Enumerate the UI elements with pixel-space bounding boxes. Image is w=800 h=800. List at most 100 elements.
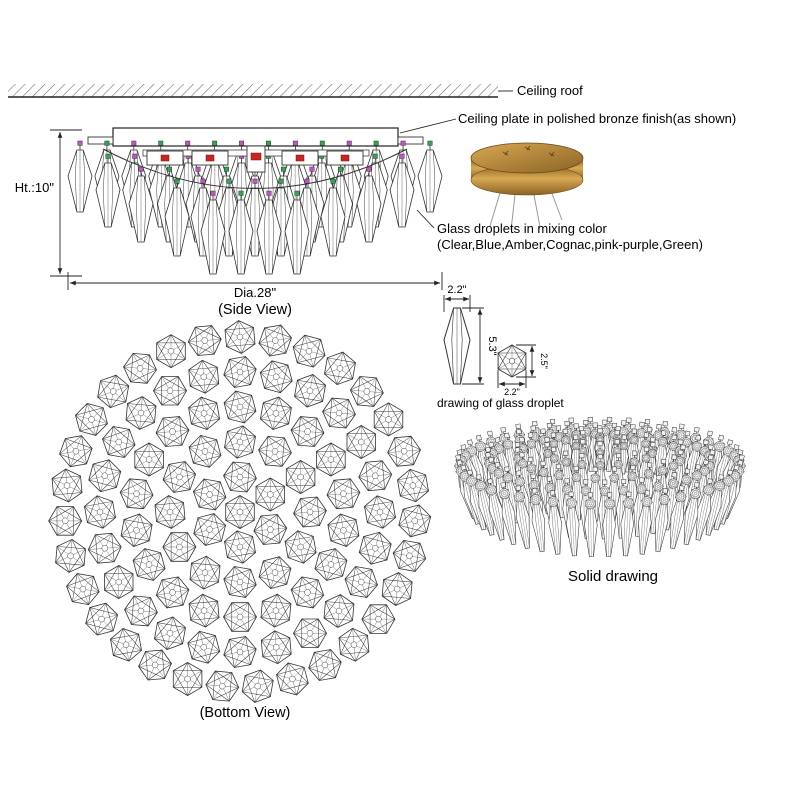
droplet-top-facet — [518, 458, 528, 469]
droplet-top-facet — [134, 442, 164, 477]
droplet-top-facet — [55, 538, 86, 573]
droplet-top-facet — [635, 483, 647, 494]
droplet-top-facet — [578, 446, 588, 455]
droplet-top-facet — [571, 442, 581, 450]
droplet-top-facet — [544, 482, 556, 493]
droplet-top-facet — [543, 449, 553, 459]
droplet-top-facet — [223, 636, 257, 668]
droplet-top-facet — [294, 373, 326, 408]
lamp-holder-assembly — [142, 145, 370, 173]
droplet-top-facet — [275, 662, 309, 696]
droplet-width-label: 2.2" — [447, 284, 466, 296]
droplet-top-facet — [466, 475, 477, 487]
droplet-top-facet — [323, 594, 355, 628]
droplet-top-facet — [647, 448, 657, 458]
glass-droplet — [164, 178, 190, 257]
droplet-top-facet — [285, 459, 316, 495]
droplet-top-facet — [612, 446, 622, 455]
socket-mark — [160, 154, 170, 162]
droplet-top-facet — [723, 475, 734, 487]
droplet-top-facet — [493, 467, 504, 479]
droplet-top-facet — [689, 488, 702, 500]
droplet-top-facet — [503, 472, 513, 484]
droplet-top-facet — [466, 445, 477, 457]
hanging-wire — [533, 194, 541, 228]
droplet-top-facet — [397, 468, 429, 503]
droplet-top-facet — [681, 474, 692, 486]
screw-marks — [502, 145, 555, 157]
glass-droplet — [655, 488, 669, 553]
droplet-top-facet — [641, 496, 653, 508]
droplet-top-facet — [392, 539, 427, 572]
droplet-top-facet — [398, 504, 432, 538]
droplet-top-facet — [668, 440, 678, 452]
droplet-top-width-label: 2.2" — [504, 387, 520, 397]
droplet-top-facet — [223, 566, 257, 598]
droplet-top-facet — [629, 435, 639, 445]
droplet-top-facet — [643, 469, 655, 479]
droplet-top-facet — [528, 480, 540, 491]
droplet-top-facet — [259, 360, 293, 394]
droplet-top-facet — [550, 453, 559, 464]
droplet-height-label: 5.3" — [486, 336, 498, 355]
glass-droplets-label-line2: (Clear,Blue,Amber,Cognac,pink-purple,Gre… — [437, 237, 703, 252]
droplet-top-facet — [526, 463, 537, 474]
droplet-top-facet — [224, 320, 256, 354]
droplet-top-height-label: 2.5" — [539, 353, 549, 369]
glass-droplet — [95, 153, 121, 228]
droplet-top-facet — [192, 478, 227, 511]
plate-photo-top — [470, 142, 584, 174]
ceiling-plate-side — [112, 127, 399, 147]
glass-droplet — [256, 190, 282, 275]
droplet-top-facet — [155, 576, 190, 609]
droplet-top-facet — [253, 514, 288, 545]
glass-droplet — [67, 140, 93, 213]
droplet-top-facet — [138, 649, 173, 681]
droplet-top-facet — [619, 442, 629, 450]
droplet-top-facet — [326, 478, 361, 510]
droplet-top-facet — [513, 491, 526, 503]
droplet-top-facet — [223, 390, 257, 424]
hanging-wire — [489, 192, 501, 227]
glass-droplet — [584, 492, 598, 558]
glass-droplet — [389, 153, 415, 228]
droplet-top-facet — [561, 457, 571, 467]
droplet-top-facet — [609, 472, 620, 483]
droplet-top-facet — [529, 494, 542, 505]
droplet-top-facet — [88, 459, 122, 493]
droplet-top-facet — [322, 397, 356, 429]
droplet-top-facet — [349, 376, 384, 407]
droplet-top-facet — [692, 470, 702, 482]
bottom-view-caption: (Bottom View) — [200, 705, 291, 721]
glass-droplet — [475, 474, 495, 536]
roof-hatch — [8, 84, 498, 97]
droplet-top-facet — [316, 442, 346, 477]
droplet-top-facet — [51, 468, 83, 503]
bottom-view-drawing — [48, 320, 432, 703]
droplet-top-facet — [224, 425, 256, 459]
ceiling-roof-label: Ceiling roof — [517, 83, 583, 98]
droplet-top-facet — [74, 402, 108, 436]
droplet-top-facet — [188, 593, 220, 628]
droplet-top-facet — [258, 324, 293, 357]
droplet-top-facet — [538, 467, 549, 478]
droplet-top-facet — [674, 491, 687, 503]
droplet-top-facet — [346, 424, 376, 460]
glass-droplet — [443, 307, 471, 385]
droplet-top-facet — [222, 602, 258, 632]
droplet-top-facet — [622, 497, 635, 509]
ceiling-plate-photo — [470, 142, 584, 231]
droplet-top-facet — [154, 616, 186, 651]
droplet-top-facet — [123, 352, 158, 384]
droplet-top-facet — [124, 595, 158, 627]
droplet-top-facet — [59, 435, 93, 468]
plate-leader-line — [399, 118, 457, 134]
droplet-top-facet — [188, 359, 220, 394]
side-view-caption: (Side View) — [218, 302, 292, 318]
droplet-top-facet — [324, 351, 356, 386]
droplet-top-facet — [241, 669, 274, 703]
solid-drawing-caption: Solid drawing — [568, 568, 658, 585]
socket-mark — [205, 154, 215, 162]
glass-droplets-label-line1: Glass droplets in mixing color — [437, 221, 607, 236]
